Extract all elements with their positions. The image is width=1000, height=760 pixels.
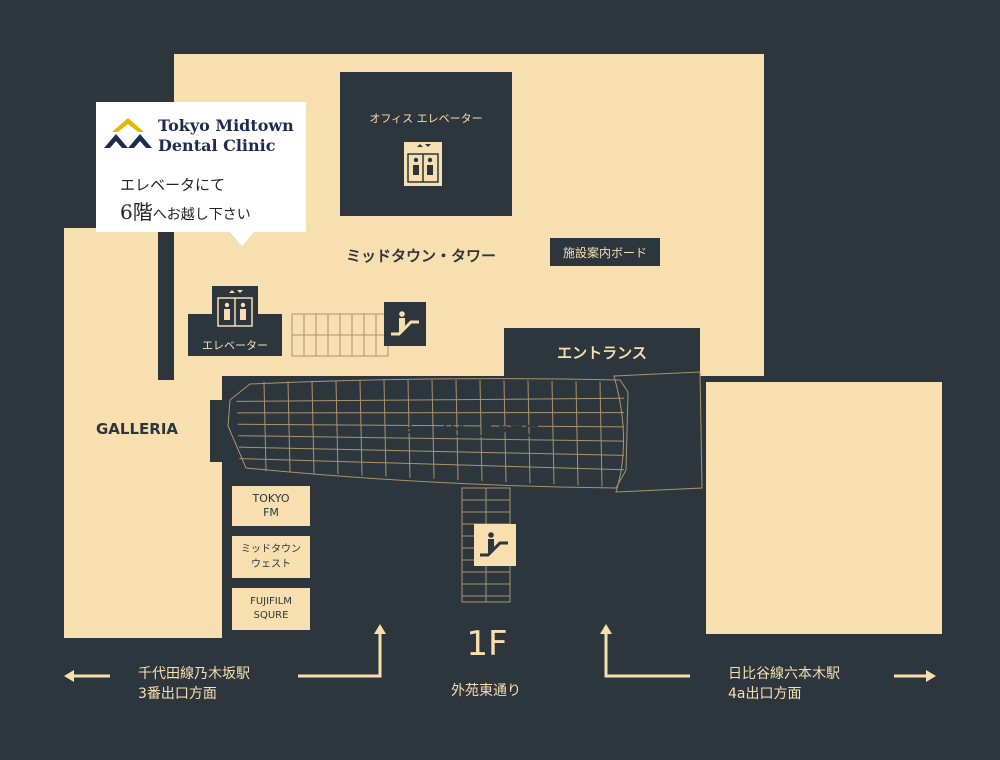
elevator-label: エレベーター xyxy=(202,339,268,352)
tokyo-fm-box xyxy=(232,486,310,526)
canopy-square-label: キャノピ・スクエア xyxy=(404,422,540,440)
galleria-notch xyxy=(210,400,222,462)
galleria-block xyxy=(64,228,222,638)
clinic-note-line1: エレベータにて xyxy=(120,176,226,194)
escalator-icon xyxy=(480,541,508,557)
arrow-up-icon xyxy=(298,624,386,678)
clinic-note-line2: 6階へお越し下さい xyxy=(120,196,251,225)
escalator-icon xyxy=(391,320,419,336)
fujifilm-box xyxy=(232,588,310,630)
arrow-right-icon xyxy=(894,670,936,682)
clinic-floor: 6階 xyxy=(120,200,153,224)
clinic-logo-icon xyxy=(104,118,152,148)
floor-label: 1F xyxy=(466,624,508,664)
elevator-icon xyxy=(217,290,253,327)
arrow-left-icon xyxy=(64,670,110,682)
midtown-tower-label: ミッドタウン・タワー xyxy=(346,247,497,265)
midtown-west-label: ミッドタウンウェスト xyxy=(241,544,301,570)
gap-block xyxy=(158,228,174,380)
east-building-block xyxy=(706,382,942,634)
clinic-note-rest: へお越し下さい xyxy=(152,207,251,223)
galleria-label: GALLERIA xyxy=(95,420,179,438)
arrow-up-icon xyxy=(600,624,690,678)
directory-board: 施設案内ボード xyxy=(550,238,660,266)
direction-left: 千代田線乃木坂駅 3番出口方面 xyxy=(138,666,250,702)
elevator-icon xyxy=(404,142,442,186)
entrance-block xyxy=(504,328,700,376)
clinic-name: Tokyo Midtown Dental Clinic xyxy=(158,116,294,155)
street-label: 外苑東通り xyxy=(451,683,521,699)
office-elevator-label: オフィス エレベーター xyxy=(369,112,483,125)
midtown-west-box xyxy=(232,536,310,578)
direction-right: 日比谷線六本木駅 4a出口方面 xyxy=(728,666,840,702)
entrance-label: エントランス xyxy=(557,344,647,362)
